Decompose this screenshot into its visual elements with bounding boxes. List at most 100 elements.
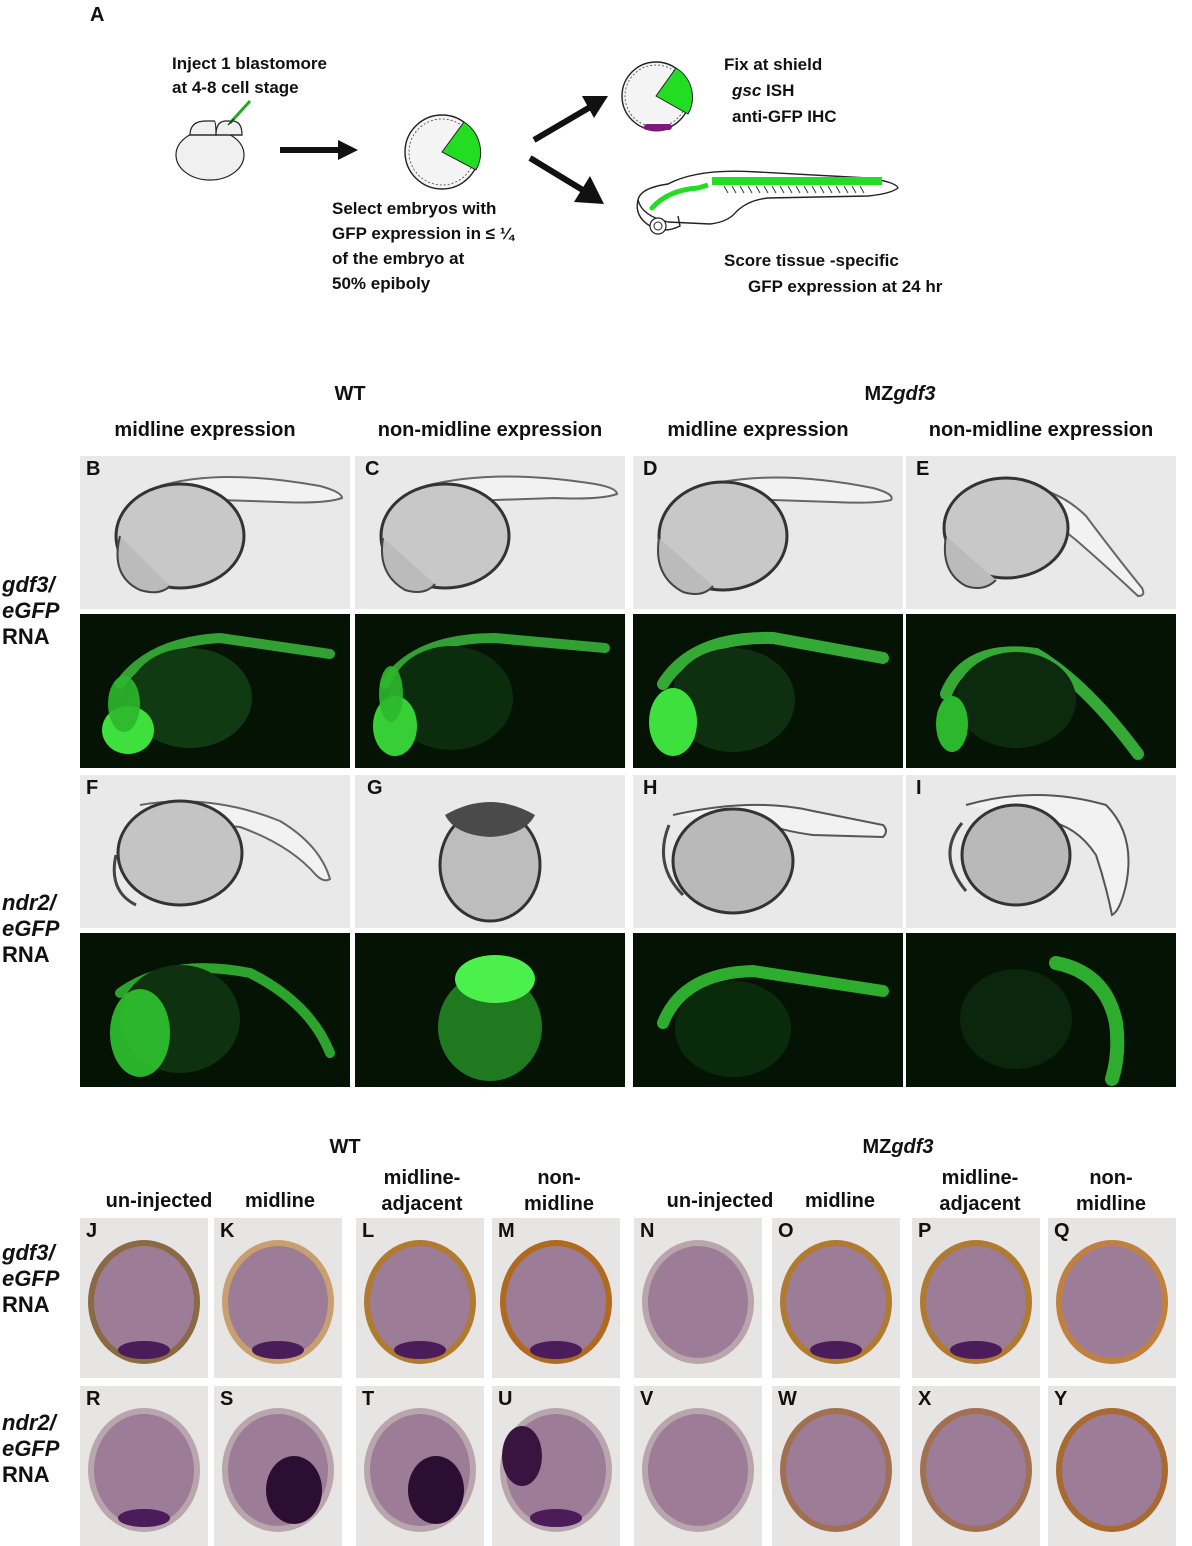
row-label-ndr2-egfp: ndr2/ eGFP RNA <box>2 1410 59 1488</box>
ish-panel-w: W <box>772 1386 900 1546</box>
ish-panel-k: K <box>214 1218 342 1378</box>
mz-prefix: MZ <box>862 1136 892 1158</box>
panel-e-brightfield: E <box>906 456 1176 609</box>
row-gene-gdf3: gdf3/ <box>2 572 55 597</box>
col-header-b: midline expression <box>114 419 296 441</box>
panel-label-a: A <box>90 4 105 26</box>
panel-label-b: B <box>86 458 101 480</box>
arrow-down-right <box>528 155 604 204</box>
col-header-midline-wt: midline <box>244 1190 315 1212</box>
panel-label-w: W <box>778 1388 797 1410</box>
ish-panel-u: U <box>492 1386 620 1546</box>
col-header-midline-mz: midline <box>804 1190 875 1212</box>
panel-label-d: D <box>643 458 658 480</box>
ish-panel-t: T <box>356 1386 484 1546</box>
larva-24hr-drawing <box>636 170 899 235</box>
row-gene-ndr2: ndr2/ <box>2 1410 56 1435</box>
panel-label-y: Y <box>1054 1388 1068 1410</box>
mz-prefix: MZ <box>864 383 894 405</box>
row-label-ndr2-egfp: ndr2/ eGFP RNA <box>2 890 59 968</box>
select-line-1: Select embryos with <box>332 199 497 218</box>
select-text: Select embryos with GFP expression in ≤ … <box>332 196 514 296</box>
score-text: Score tissue -specific GFP expression at… <box>724 248 942 300</box>
panel-d-brightfield: D <box>633 456 903 609</box>
shield-embryo-image <box>920 1240 1032 1364</box>
gsc-gene: gsc <box>732 81 762 100</box>
col-header-non-midline-wt: non-midline <box>523 1167 594 1215</box>
fix-text: Fix at shield gsc ISH anti-GFP IHC <box>724 52 837 130</box>
shield-embryo-image <box>222 1240 334 1364</box>
panel-label-j: J <box>86 1220 98 1242</box>
panel-h-brightfield: H <box>633 775 903 928</box>
panel-label-l: L <box>362 1220 375 1242</box>
panel-g-brightfield: G <box>355 775 625 928</box>
panel-label-r: R <box>86 1388 101 1410</box>
ish-panel-l: L <box>356 1218 484 1378</box>
gfp-signal-image <box>110 963 335 1077</box>
panel-e-fluorescence <box>906 614 1176 768</box>
row-rna: RNA <box>2 1462 50 1487</box>
inject-text: Inject 1 blastomore at 4-8 cell stage <box>172 52 327 100</box>
fix-line-2: gsc ISH <box>724 78 837 104</box>
col-header-midline-adjacent-mz: midline-adjacent <box>939 1167 1021 1215</box>
ish-panel-s: S <box>214 1386 342 1546</box>
select-line-2: GFP expression in ≤ ¼ <box>332 224 514 243</box>
row-construct-egfp: eGFP <box>2 1436 60 1461</box>
row-rna: RNA <box>2 624 50 649</box>
ish-panel-x: X <box>912 1386 1040 1546</box>
shield-embryo-image <box>780 1240 892 1364</box>
embryo-24hr-image <box>948 794 1130 917</box>
panel-label-x: X <box>918 1388 932 1410</box>
panel-label-v: V <box>640 1388 654 1410</box>
panel-label-g: G <box>367 777 383 799</box>
embryo-24hr-image <box>661 803 887 915</box>
embryo-24hr-image <box>438 802 542 923</box>
col-header-d: midline expression <box>667 419 849 441</box>
panel-g-fluorescence <box>355 933 625 1087</box>
shield-embryo-image <box>88 1240 200 1364</box>
select-line-3: of the embryo at <box>332 249 465 268</box>
row-label-gdf3-egfp: gdf3/ eGFP RNA <box>2 1240 59 1318</box>
panel-label-t: T <box>362 1388 375 1410</box>
fix-line-3: anti-GFP IHC <box>732 107 837 126</box>
ish-text: ISH <box>766 81 795 100</box>
panel-label-e: E <box>916 458 930 480</box>
arrow-up-right <box>532 96 608 143</box>
bottom-header-mz: MZgdf3 <box>838 1136 958 1159</box>
inject-line-1: Inject 1 blastomore <box>172 54 327 73</box>
panel-c-fluorescence <box>355 614 625 768</box>
embryo-24hr-image <box>112 799 332 907</box>
panel-label-o: O <box>778 1220 794 1242</box>
embryo-24hr-image <box>379 475 619 593</box>
col-header-uninjected-wt: un-injected <box>105 1190 213 1212</box>
score-line-2: GFP expression at 24 hr <box>748 277 943 296</box>
panel-label-q: Q <box>1054 1220 1070 1242</box>
shield-embryo-image <box>642 1240 754 1364</box>
col-header-non-midline-mz: non-midline <box>1075 1167 1146 1215</box>
row-construct-egfp: eGFP <box>2 916 60 941</box>
panel-label-u: U <box>498 1388 513 1410</box>
inject-line-2: at 4-8 cell stage <box>172 78 299 97</box>
panel-label-s: S <box>220 1388 234 1410</box>
shield-embryo-image <box>1056 1240 1168 1364</box>
col-header-c: non-midline expression <box>377 419 603 441</box>
shield-embryo-image <box>364 1408 476 1532</box>
panel-label-i: I <box>916 777 922 799</box>
mz-gene: gdf3 <box>891 1136 934 1158</box>
panel-h-fluorescence <box>633 933 903 1087</box>
row-construct-egfp: eGFP <box>2 1266 60 1291</box>
shield-embryo-image <box>500 1240 612 1364</box>
ish-panel-j: J <box>80 1218 208 1378</box>
embryo-24hr-image <box>114 476 344 594</box>
shield-embryo-drawing <box>621 61 693 132</box>
embryo-24hr-image <box>657 476 893 595</box>
select-line-4: 50% epiboly <box>332 274 431 293</box>
ish-panel-r: R <box>80 1386 208 1546</box>
panel-label-m: M <box>498 1220 515 1242</box>
row-rna: RNA <box>2 1292 50 1317</box>
gfp-signal-image <box>649 631 889 756</box>
row-construct-egfp: eGFP <box>2 598 60 623</box>
row-gene-gdf3: gdf3/ <box>2 1240 55 1265</box>
gfp-signal-image <box>657 964 889 1077</box>
panel-label-f: F <box>86 777 99 799</box>
